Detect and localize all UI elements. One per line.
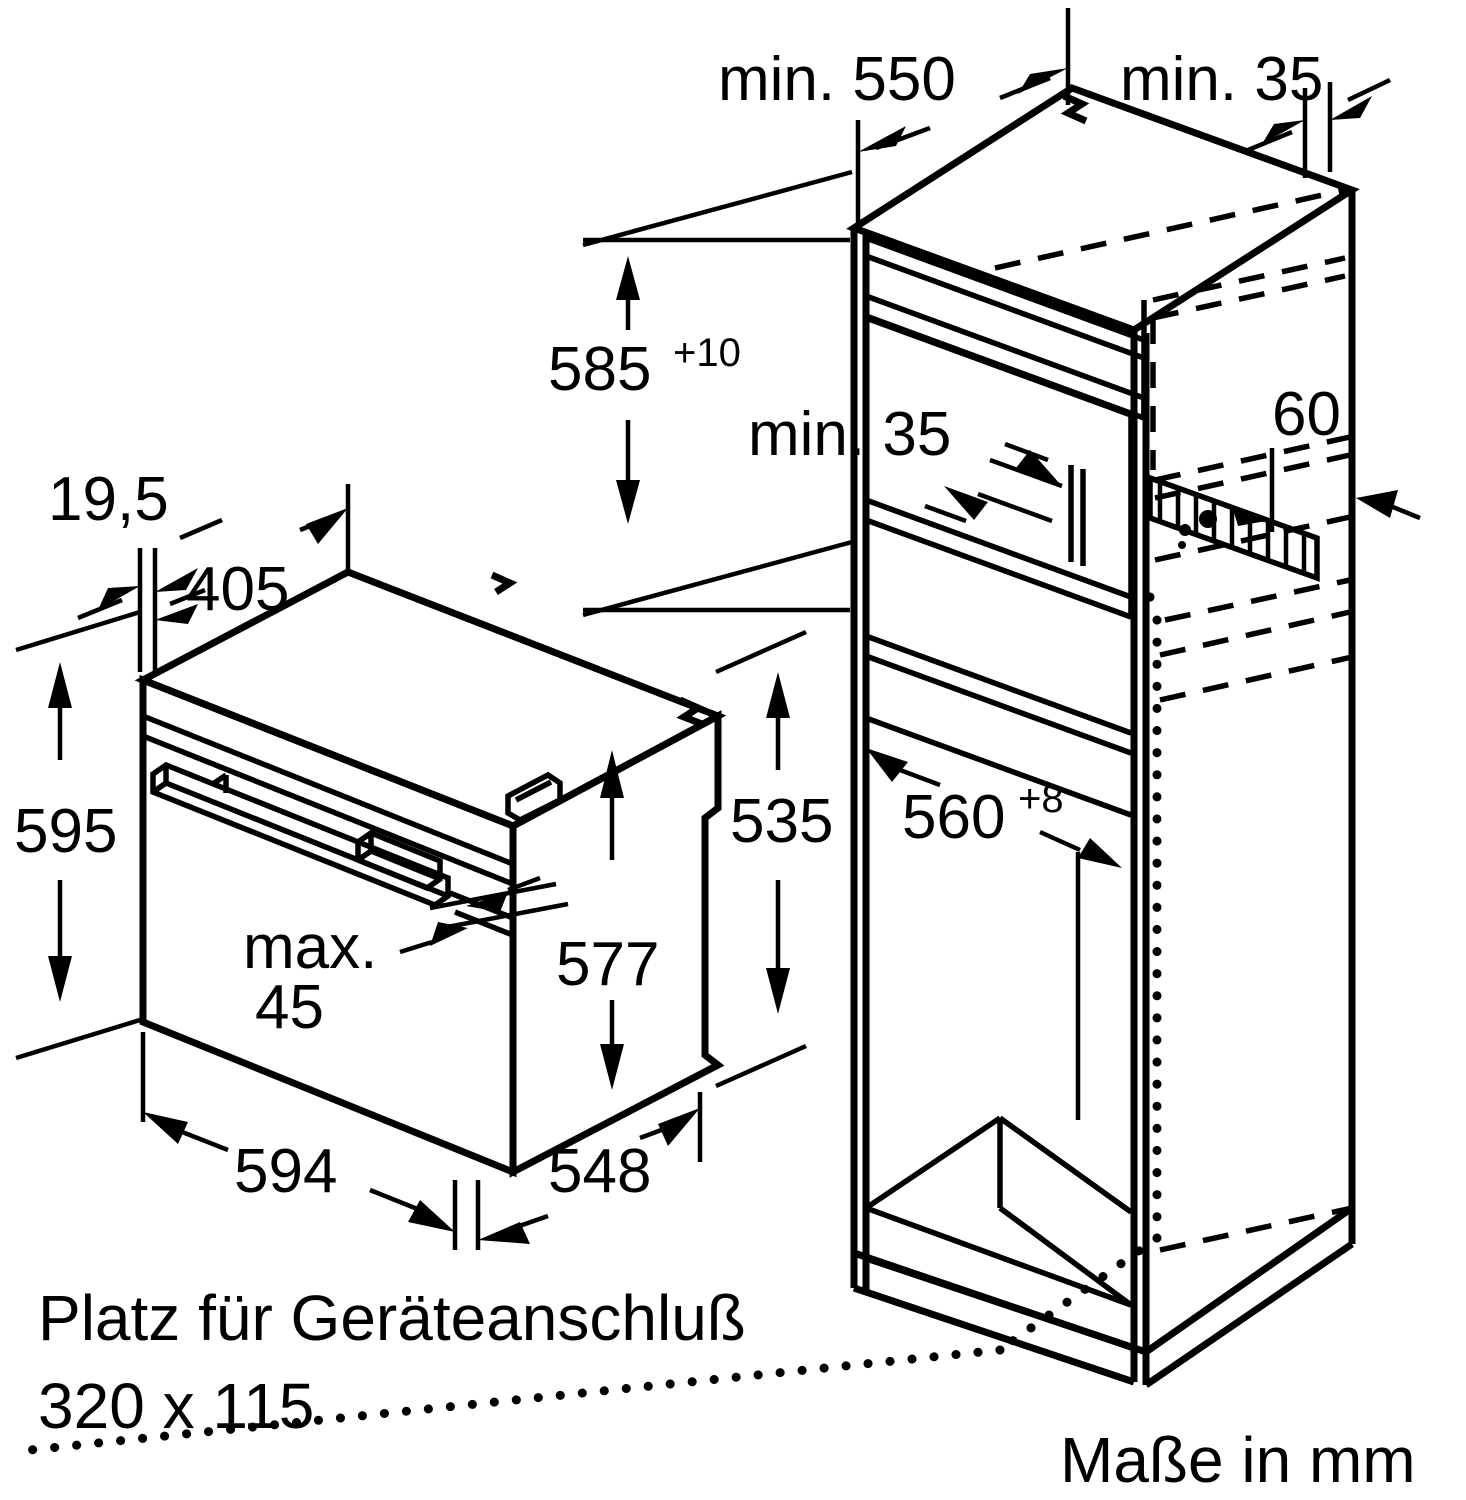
dim-535 [715, 629, 807, 1089]
oven-rear-right-edge [703, 805, 720, 1068]
cabinet-niche-depth [1128, 340, 1147, 617]
cabinet-floor [864, 1115, 1133, 1308]
dim-560 [866, 748, 1122, 1120]
cabinet-plinth [850, 1205, 1356, 1388]
label-max-45-line1: max. [243, 913, 377, 982]
cabinet-top-notch [1060, 92, 1090, 125]
cabinet-outer-body [846, 84, 1360, 1352]
label-560-tolerance: +8 [1018, 777, 1064, 821]
oven-top-rear-notch [490, 571, 706, 728]
cabinet-assembly [25, 84, 1360, 1455]
oven-assembly [134, 568, 727, 1178]
label-585: 585 [548, 335, 651, 404]
label-594: 594 [234, 1137, 337, 1206]
note-connection-space-line2: 320 x 115 [38, 1370, 314, 1442]
note-units: Maße in mm [1060, 1424, 1416, 1496]
oven-side-recess [505, 771, 563, 824]
label-535: 535 [730, 787, 833, 856]
dim-595 [15, 609, 141, 1061]
note-connection-space-line1: Platz für Geräteanschluß [38, 1282, 746, 1354]
label-max-45-line2: 45 [255, 973, 324, 1042]
label-19-5: 19,5 [48, 465, 169, 534]
dim-405 [155, 484, 351, 624]
dim-585 [582, 169, 853, 618]
label-min-550: min. 550 [718, 45, 956, 114]
label-60: 60 [1272, 380, 1341, 449]
dim-side-arrow [1356, 490, 1421, 521]
label-405: 405 [186, 555, 289, 624]
dim-594 [140, 1032, 458, 1250]
cable-route-dotted [25, 592, 1170, 1455]
label-585-tolerance: +10 [673, 331, 741, 375]
label-560: 560 [902, 783, 1005, 852]
label-560-group: 560 +8 [902, 777, 1064, 852]
dim-min-35-mid [924, 441, 1063, 524]
dim-max-45 [399, 875, 569, 955]
label-585-group: 585 +10 [548, 331, 741, 404]
dim-min-35-top [1247, 77, 1391, 178]
label-max-45-group: max. 45 [243, 913, 377, 1042]
dim-min-550 [855, 8, 1071, 230]
oven-door-trim [141, 713, 515, 887]
label-577: 577 [556, 930, 659, 999]
cabinet-interior-shelves [863, 235, 1147, 818]
label-548: 548 [548, 1137, 651, 1206]
cabinet-hidden-edges [994, 187, 1353, 1253]
label-min-35-top: min. 35 [1120, 45, 1323, 114]
label-min-35-mid: min. 35 [748, 400, 951, 469]
oven-right-side [509, 710, 725, 1178]
dim-548 [475, 1092, 703, 1250]
oven-handle [150, 761, 451, 909]
label-595: 595 [14, 797, 117, 866]
dim-19-5 [77, 517, 223, 672]
dim-577 [600, 750, 624, 1090]
dim-60 [1232, 448, 1275, 532]
